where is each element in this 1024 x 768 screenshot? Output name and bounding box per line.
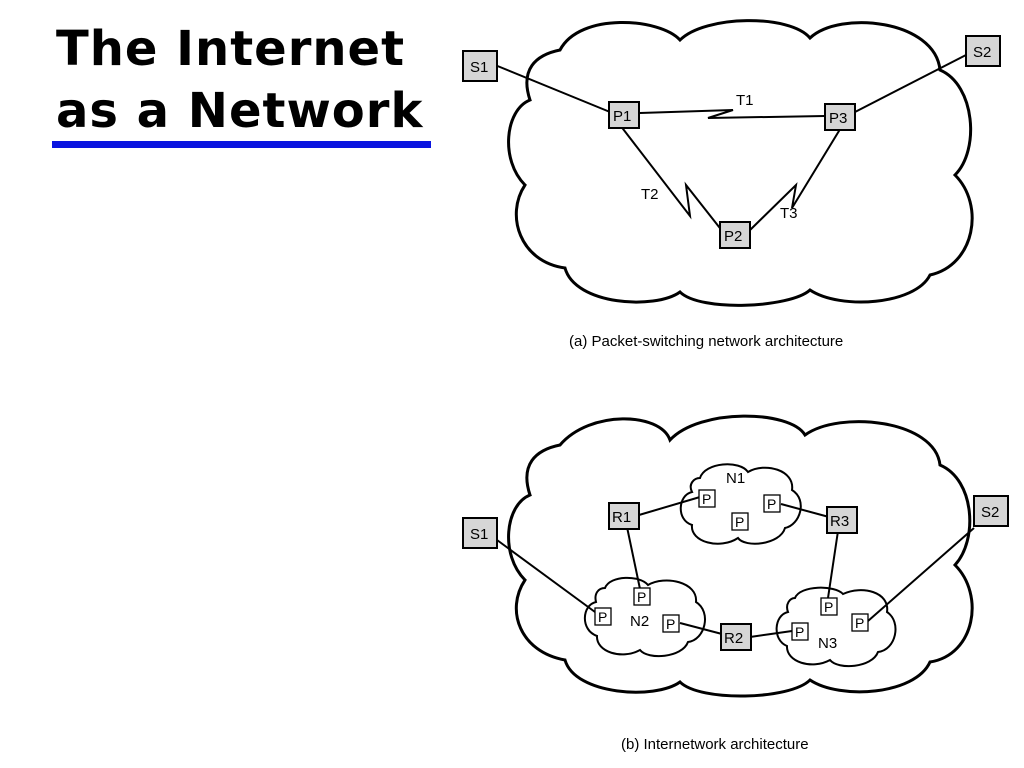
node-s2-a <box>965 35 1001 67</box>
n3-packet-node-right-label: P <box>855 615 864 631</box>
node-p3 <box>824 103 856 131</box>
link-n1-r3 <box>780 503 830 518</box>
network-n3-label: N3 <box>818 635 837 652</box>
node-s1-b-label: S1 <box>470 526 488 543</box>
link-p3-s2 <box>854 54 967 113</box>
node-p3-label: P3 <box>829 110 847 127</box>
title-underline <box>52 141 431 148</box>
n2-packet-node-left-label: P <box>598 609 607 625</box>
n1-packet-node-right-label: P <box>767 496 776 512</box>
node-r1-label: R1 <box>612 509 631 526</box>
network-n1-cloud <box>679 463 802 545</box>
node-s1-b <box>462 517 498 549</box>
trunk-t2 <box>619 124 724 233</box>
node-s2-b-label: S2 <box>981 504 999 521</box>
link-n2-r2 <box>679 622 723 635</box>
n2-packet-node-left <box>594 607 612 626</box>
node-r1 <box>608 502 640 530</box>
link-r2-n3 <box>749 630 793 638</box>
node-p2-label: P2 <box>724 228 742 245</box>
caption-a: (a) Packet-switching network architectur… <box>569 333 843 350</box>
link-s1-n2 <box>496 539 596 613</box>
n1-packet-node-bottom-label: P <box>735 514 744 530</box>
n3-packet-node-top-label: P <box>824 599 833 615</box>
n2-packet-node-top-label: P <box>637 589 646 605</box>
n2-packet-node-right <box>662 614 680 633</box>
node-r3-label: R3 <box>830 513 849 530</box>
network-cloud-a <box>507 19 974 307</box>
node-p2 <box>719 221 751 249</box>
n1-packet-node-right <box>763 494 781 513</box>
link-r1-n1 <box>638 496 701 516</box>
n1-packet-node-left-label: P <box>702 491 711 507</box>
n3-packet-node-left-label: P <box>795 624 804 640</box>
link-r3-n3 <box>827 530 839 599</box>
node-p1-label: P1 <box>613 108 631 125</box>
trunk-t3-label: T3 <box>780 205 798 222</box>
node-p1 <box>608 101 640 129</box>
network-n2-label: N2 <box>630 613 649 630</box>
trunk-t1 <box>639 109 826 119</box>
packet-switching-diagram: S1 S2 P1 P3 P2 T1 T2 T3 (a) Packet-switc… <box>462 19 1001 350</box>
node-s1-a <box>462 50 498 82</box>
node-r3 <box>826 506 858 534</box>
n2-packet-node-right-label: P <box>666 616 675 632</box>
n1-packet-node-bottom <box>731 512 749 531</box>
slide-title: The Internet as a Network <box>56 18 423 142</box>
network-n3-cloud <box>775 586 897 668</box>
link-s1-p1 <box>494 64 611 113</box>
n3-packet-node-top <box>820 597 838 616</box>
link-r1-n2 <box>626 526 641 590</box>
node-s1-a-label: S1 <box>470 59 488 76</box>
trunk-t3 <box>747 125 843 233</box>
n3-packet-node-right <box>851 613 869 632</box>
internetwork-diagram: S1 S2 R1 R3 R2 P P P P P P P P P N1 N2 N… <box>462 414 1009 753</box>
node-s2-b <box>973 495 1009 527</box>
node-r2-label: R2 <box>724 630 743 647</box>
network-n2-cloud <box>583 576 706 658</box>
link-n3-s2 <box>867 527 975 622</box>
n2-packet-node-top <box>633 587 651 606</box>
n1-packet-node-left <box>698 489 716 508</box>
n3-packet-node-left <box>791 622 809 641</box>
trunk-t2-label: T2 <box>641 186 659 203</box>
slide-title-line-2: as a Network <box>56 83 424 139</box>
node-r2 <box>720 623 752 651</box>
caption-b: (b) Internetwork architecture <box>621 736 809 753</box>
trunk-t1-label: T1 <box>736 92 754 109</box>
network-n1-label: N1 <box>726 470 745 487</box>
node-s2-a-label: S2 <box>973 44 991 61</box>
internet-cloud-b <box>507 414 974 698</box>
slide-title-line-1: The Internet <box>56 21 406 77</box>
